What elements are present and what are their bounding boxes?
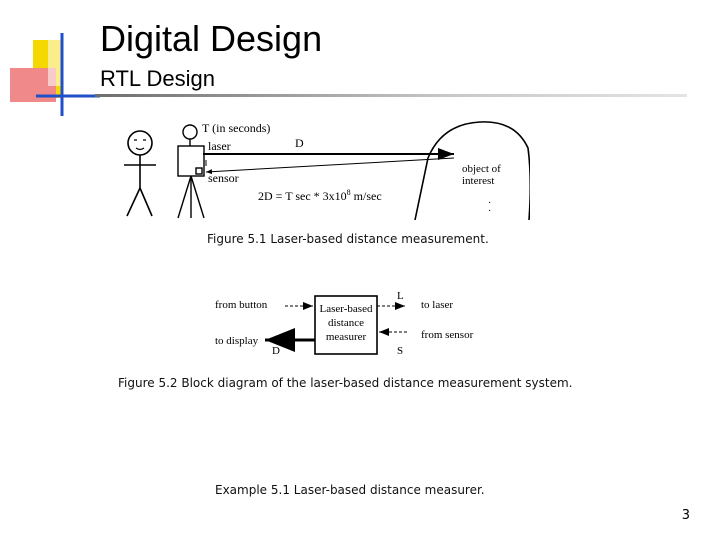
block-line3: measurer [326, 331, 367, 343]
label-object-line2: interest [462, 175, 494, 187]
page-number: 3 [681, 508, 690, 523]
svg-text:·: · [488, 198, 491, 209]
label-l: L [397, 290, 404, 302]
label-to-display: to display [215, 335, 259, 347]
label-d-output: D [272, 345, 280, 357]
label-t-seconds: T (in seconds) [202, 121, 270, 135]
label-to-laser: to laser [421, 299, 453, 311]
object-of-interest [414, 121, 530, 221]
measurer-block [314, 295, 378, 355]
figure-laser-measurement: · · T (in seconds) laser D sensor 2D = T… [124, 121, 530, 221]
reflection-arrow [205, 157, 455, 175]
logo-light-block [48, 36, 64, 86]
label-from-sensor: from sensor [421, 329, 474, 341]
figure-block-diagram: Laser-based distance measurer from butto… [215, 290, 474, 357]
label-from-button: from button [215, 299, 268, 311]
label-laser: laser [208, 139, 231, 153]
label-sensor: sensor [208, 171, 239, 185]
label-formula: 2D = T sec * 3x108 m/sec [258, 188, 382, 203]
title-rule [95, 94, 687, 97]
page-title: Digital Design [100, 18, 323, 59]
svg-text:·: · [488, 206, 491, 217]
example-caption: Example 5.1 Laser-based distance measure… [215, 483, 485, 497]
block-line1: Laser-based [320, 303, 373, 315]
label-s: S [397, 345, 403, 357]
corner-logo [10, 33, 100, 116]
laser-device [177, 124, 205, 219]
person-figure [124, 130, 156, 217]
block-line2: distance [328, 317, 364, 329]
page-subtitle: RTL Design [100, 66, 215, 91]
figure1-caption: Figure 5.1 Laser-based distance measurem… [207, 232, 489, 246]
label-d: D [295, 136, 304, 150]
figure2-caption: Figure 5.2 Block diagram of the laser-ba… [118, 376, 573, 390]
label-object-line1: object of [462, 163, 501, 175]
